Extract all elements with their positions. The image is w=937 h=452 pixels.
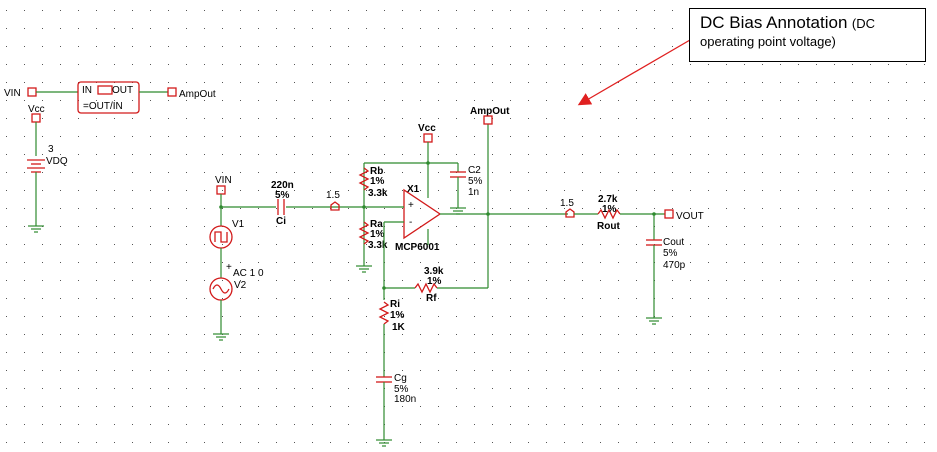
v2-name: V2 — [234, 280, 247, 291]
vdq-vcc-label: Vcc — [28, 104, 45, 115]
vdq-source[interactable]: Vcc 3 VDQ — [27, 104, 68, 233]
capacitor-ci[interactable]: 220n 5% Ci — [271, 180, 294, 227]
ra-name: Ra — [370, 219, 383, 230]
ampout-node-label: AmpOut — [470, 106, 510, 117]
v2-plus: + — [226, 262, 232, 273]
ci-value: 220n — [271, 180, 294, 191]
ampout-flag — [167, 87, 177, 97]
probe-icon — [330, 201, 340, 211]
cg-tol: 5% — [394, 384, 409, 395]
callout-subtitle-start: (DC — [851, 16, 875, 31]
cg-name: Cg — [394, 373, 407, 384]
func-in-label: IN — [82, 85, 92, 96]
dot-grid — [6, 10, 925, 443]
ground-icon — [646, 317, 662, 325]
vdq-value: 3 — [48, 144, 54, 155]
resistor-rf[interactable]: 3.9k 1% Rf — [414, 266, 444, 304]
rout-tol: 1% — [602, 204, 617, 215]
ground-icon — [28, 225, 44, 233]
ground-icon — [450, 207, 466, 215]
rf-name: Rf — [426, 293, 437, 304]
bias-output-value: 1.5 — [560, 198, 574, 209]
func-expression: =OUT/IN — [83, 101, 123, 112]
vcc-flag — [423, 133, 433, 143]
rb-value: 3.3k — [368, 188, 388, 199]
probe-icon — [565, 208, 575, 218]
vdq-name: VDQ — [46, 156, 68, 167]
ground-icon — [376, 439, 392, 447]
opamp-minus: - — [409, 217, 412, 228]
ra-tol: 1% — [370, 229, 385, 240]
rb-tol: 1% — [370, 176, 385, 187]
opamp-triangle-icon — [403, 188, 442, 240]
func-block-frame — [77, 81, 140, 114]
capacitor-cg[interactable]: Cg 5% 180n — [376, 373, 416, 405]
ampout-flag-label: AmpOut — [179, 89, 216, 100]
bias-marker-input[interactable]: 1.5 — [326, 190, 340, 211]
ci-tol: 5% — [275, 190, 290, 201]
vout-node: VOUT — [664, 209, 704, 222]
rout-value: 2.7k — [598, 194, 618, 205]
resistor-ra[interactable]: Ra 1% 3.3k — [358, 219, 388, 251]
c2-value: 1n — [468, 187, 479, 198]
ground-icon — [213, 333, 229, 341]
c2-name: C2 — [468, 165, 481, 176]
cout-name: Cout — [663, 237, 684, 248]
c2-tol: 5% — [468, 176, 483, 187]
bias-marker-output[interactable]: 1.5 — [560, 198, 575, 218]
cout-tol: 5% — [663, 248, 678, 259]
capacitor-cout[interactable]: Cout 5% 470p — [646, 237, 686, 271]
opamp-name: X1 — [407, 184, 420, 195]
rb-name: Rb — [370, 166, 383, 177]
header-function-block[interactable]: VIN IN OUT =OUT/IN AmpOut — [4, 81, 216, 114]
cg-value: 180n — [394, 394, 416, 405]
bias-input-value: 1.5 — [326, 190, 340, 201]
ampout-node-flag — [483, 115, 493, 125]
rout-name: Rout — [597, 221, 620, 232]
callout-title: DC Bias Annotation — [700, 13, 848, 32]
callout-subtitle-end: operating point voltage) — [700, 34, 836, 49]
vout-label: VOUT — [676, 211, 704, 222]
ri-name: Ri — [390, 299, 400, 310]
capacitor-c2[interactable]: C2 5% 1n — [450, 163, 483, 215]
v2-ac-value: AC 1 0 — [233, 268, 264, 279]
ground-icon — [356, 265, 372, 273]
vdq-vcc-flag — [31, 113, 41, 123]
ci-name: Ci — [276, 216, 286, 227]
vout-flag — [664, 209, 674, 219]
annotation-arrow — [577, 39, 691, 106]
opamp-plus: + — [408, 200, 414, 211]
input-section: VIN — [215, 175, 276, 226]
vin-flag — [27, 87, 37, 97]
vin-node-label: VIN — [215, 175, 232, 186]
opamp-part: MCP6001 — [395, 242, 440, 253]
func-out-label: OUT — [112, 85, 133, 96]
dc-bias-annotation-callout: DC Bias Annotation (DC operating point v… — [689, 8, 926, 62]
resistor-rb[interactable]: Rb 1% 3.3k — [358, 166, 388, 199]
vcc-label: Vcc — [418, 123, 436, 134]
rf-tol: 1% — [427, 276, 442, 287]
vin-flag-label: VIN — [4, 88, 21, 99]
v1-name: V1 — [232, 219, 245, 230]
opamp-supply: Vcc — [418, 123, 458, 198]
ra-value: 3.3k — [368, 240, 388, 251]
resistor-ri[interactable]: Ri 1% 1K — [378, 299, 406, 333]
ri-tol: 1% — [390, 310, 405, 321]
func-block-icon — [97, 85, 113, 95]
ri-value: 1K — [392, 322, 406, 333]
cout-value: 470p — [663, 260, 686, 271]
vin-node-flag — [216, 185, 226, 195]
ampout-node: AmpOut — [470, 106, 510, 125]
source-v1-v2[interactable]: V1 + AC 1 0 V2 — [209, 219, 264, 341]
resistor-rout[interactable]: 2.7k 1% Rout — [597, 194, 621, 232]
rf-value: 3.9k — [424, 266, 444, 277]
opamp-x1[interactable]: X1 MCP6001 + - — [364, 184, 442, 253]
